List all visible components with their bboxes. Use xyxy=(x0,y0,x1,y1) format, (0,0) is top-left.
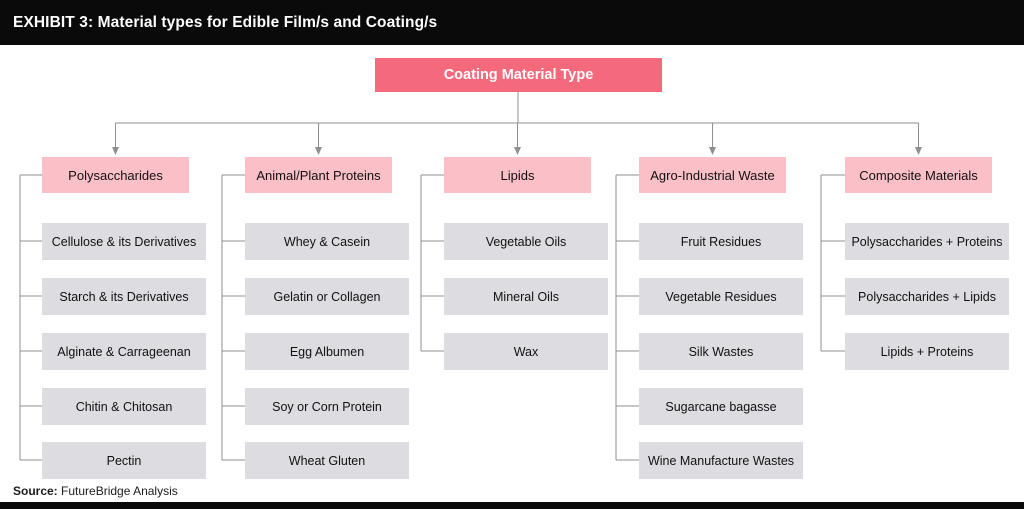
leaf-wheat-gluten: Wheat Gluten xyxy=(245,442,409,479)
root-node-coating-material-type: Coating Material Type xyxy=(375,58,662,92)
arrowhead-icon xyxy=(315,147,322,155)
leaf-starch-derivatives: Starch & its Derivatives xyxy=(42,278,206,315)
branch-polysaccharides: Polysaccharides xyxy=(42,157,189,193)
leaf-mineral-oils: Mineral Oils xyxy=(444,278,608,315)
leaf-cellulose-derivatives: Cellulose & its Derivatives xyxy=(42,223,206,260)
exhibit-title: EXHIBIT 3: Material types for Edible Fil… xyxy=(13,13,438,31)
branch-agro-industrial-waste: Agro-Industrial Waste xyxy=(639,157,786,193)
leaf-vegetable-oils: Vegetable Oils xyxy=(444,223,608,260)
leaf-soy-corn-protein: Soy or Corn Protein xyxy=(245,388,409,425)
leaf-polysaccharides-lipids: Polysaccharides + Lipids xyxy=(845,278,1009,315)
leaf-alginate-carrageenan: Alginate & Carrageenan xyxy=(42,333,206,370)
leaf-vegetable-residues: Vegetable Residues xyxy=(639,278,803,315)
exhibit-header-bar: EXHIBIT 3: Material types for Edible Fil… xyxy=(0,0,1024,45)
branch-animal-plant-proteins: Animal/Plant Proteins xyxy=(245,157,392,193)
arrowhead-icon xyxy=(514,147,521,155)
source-text: FutureBridge Analysis xyxy=(57,484,178,498)
branch-composite-materials: Composite Materials xyxy=(845,157,992,193)
leaf-lipids-proteins: Lipids + Proteins xyxy=(845,333,1009,370)
leaf-polysaccharides-proteins: Polysaccharides + Proteins xyxy=(845,223,1009,260)
leaf-sugarcane-bagasse: Sugarcane bagasse xyxy=(639,388,803,425)
leaf-fruit-residues: Fruit Residues xyxy=(639,223,803,260)
arrowhead-icon xyxy=(709,147,716,155)
exhibit-footer-bar xyxy=(0,502,1024,509)
leaf-wine-manufacture-wastes: Wine Manufacture Wastes xyxy=(639,442,803,479)
leaf-chitin-chitosan: Chitin & Chitosan xyxy=(42,388,206,425)
leaf-egg-albumen: Egg Albumen xyxy=(245,333,409,370)
source-note: Source: FutureBridge Analysis xyxy=(13,484,178,498)
leaf-gelatin-collagen: Gelatin or Collagen xyxy=(245,278,409,315)
leaf-wax: Wax xyxy=(444,333,608,370)
leaf-pectin: Pectin xyxy=(42,442,206,479)
source-label: Source: xyxy=(13,484,58,498)
arrowhead-icon xyxy=(915,147,922,155)
leaf-silk-wastes: Silk Wastes xyxy=(639,333,803,370)
branch-lipids: Lipids xyxy=(444,157,591,193)
arrowhead-icon xyxy=(112,147,119,155)
leaf-whey-casein: Whey & Casein xyxy=(245,223,409,260)
